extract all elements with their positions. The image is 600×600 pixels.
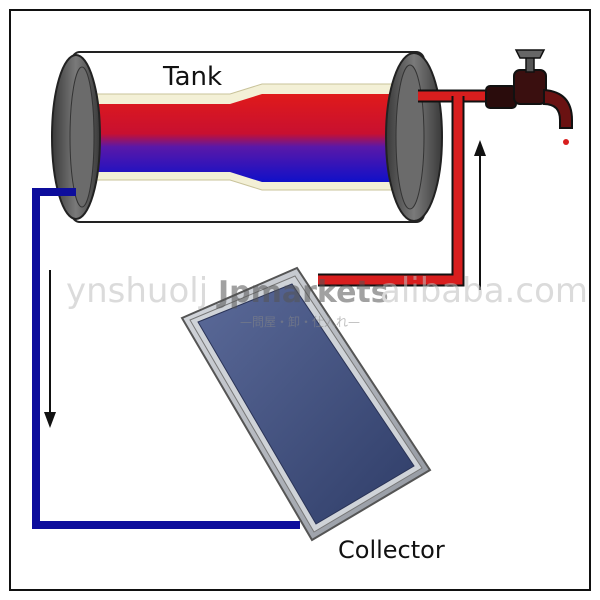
up-arrow-icon <box>474 140 486 290</box>
tank <box>51 51 443 223</box>
tank-right-cap-inner <box>395 64 425 210</box>
watermark-right-text: alibaba.com <box>380 271 588 311</box>
cold-pipe <box>32 188 300 529</box>
watermark-left-text: ynshuolj <box>66 271 208 311</box>
tank-label: Tank <box>162 62 222 92</box>
tank-left-cap-inner <box>69 66 95 208</box>
tank-water-band <box>84 94 412 182</box>
diagram-border <box>9 9 591 591</box>
watermark: ynshuolj Jpmarkets alibaba.com —問屋・卸・仕入れ… <box>66 271 588 329</box>
watermark-subtext: —問屋・卸・仕入れ— <box>240 314 360 329</box>
collector-label: Collector <box>338 536 445 564</box>
watermark-brand: Jpmarkets <box>216 275 389 310</box>
collector-panel <box>180 266 432 542</box>
down-arrow-icon <box>44 270 56 428</box>
water-drop-icon <box>563 139 569 145</box>
tap-icon <box>485 49 573 145</box>
hot-pipe-from-collector-fill <box>318 96 463 285</box>
